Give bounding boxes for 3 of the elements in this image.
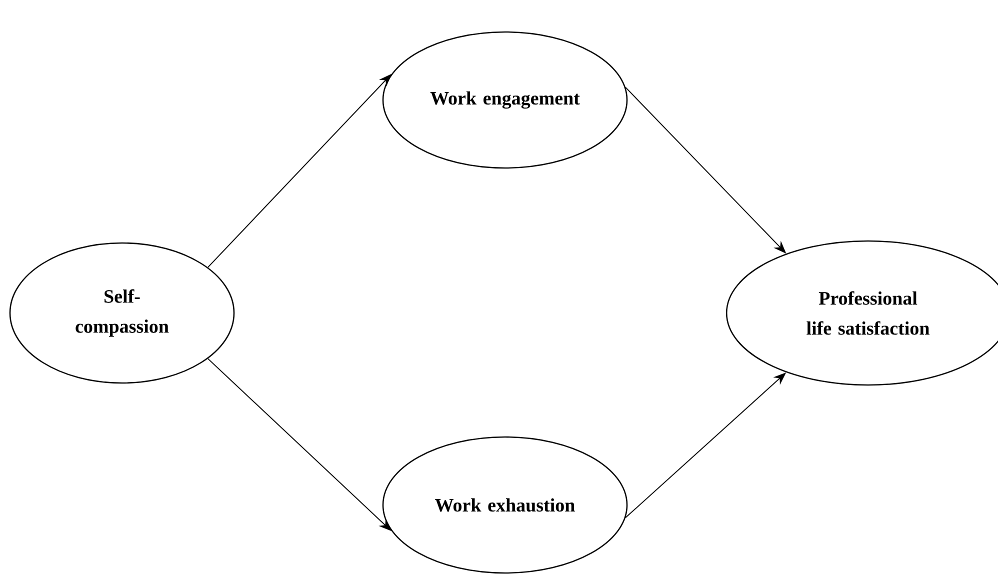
ellipse-node: Self- compassion — [9, 242, 235, 384]
ellipse-node: Work engagement — [382, 31, 628, 169]
ellipse-node: Work exhaustion — [382, 436, 628, 574]
